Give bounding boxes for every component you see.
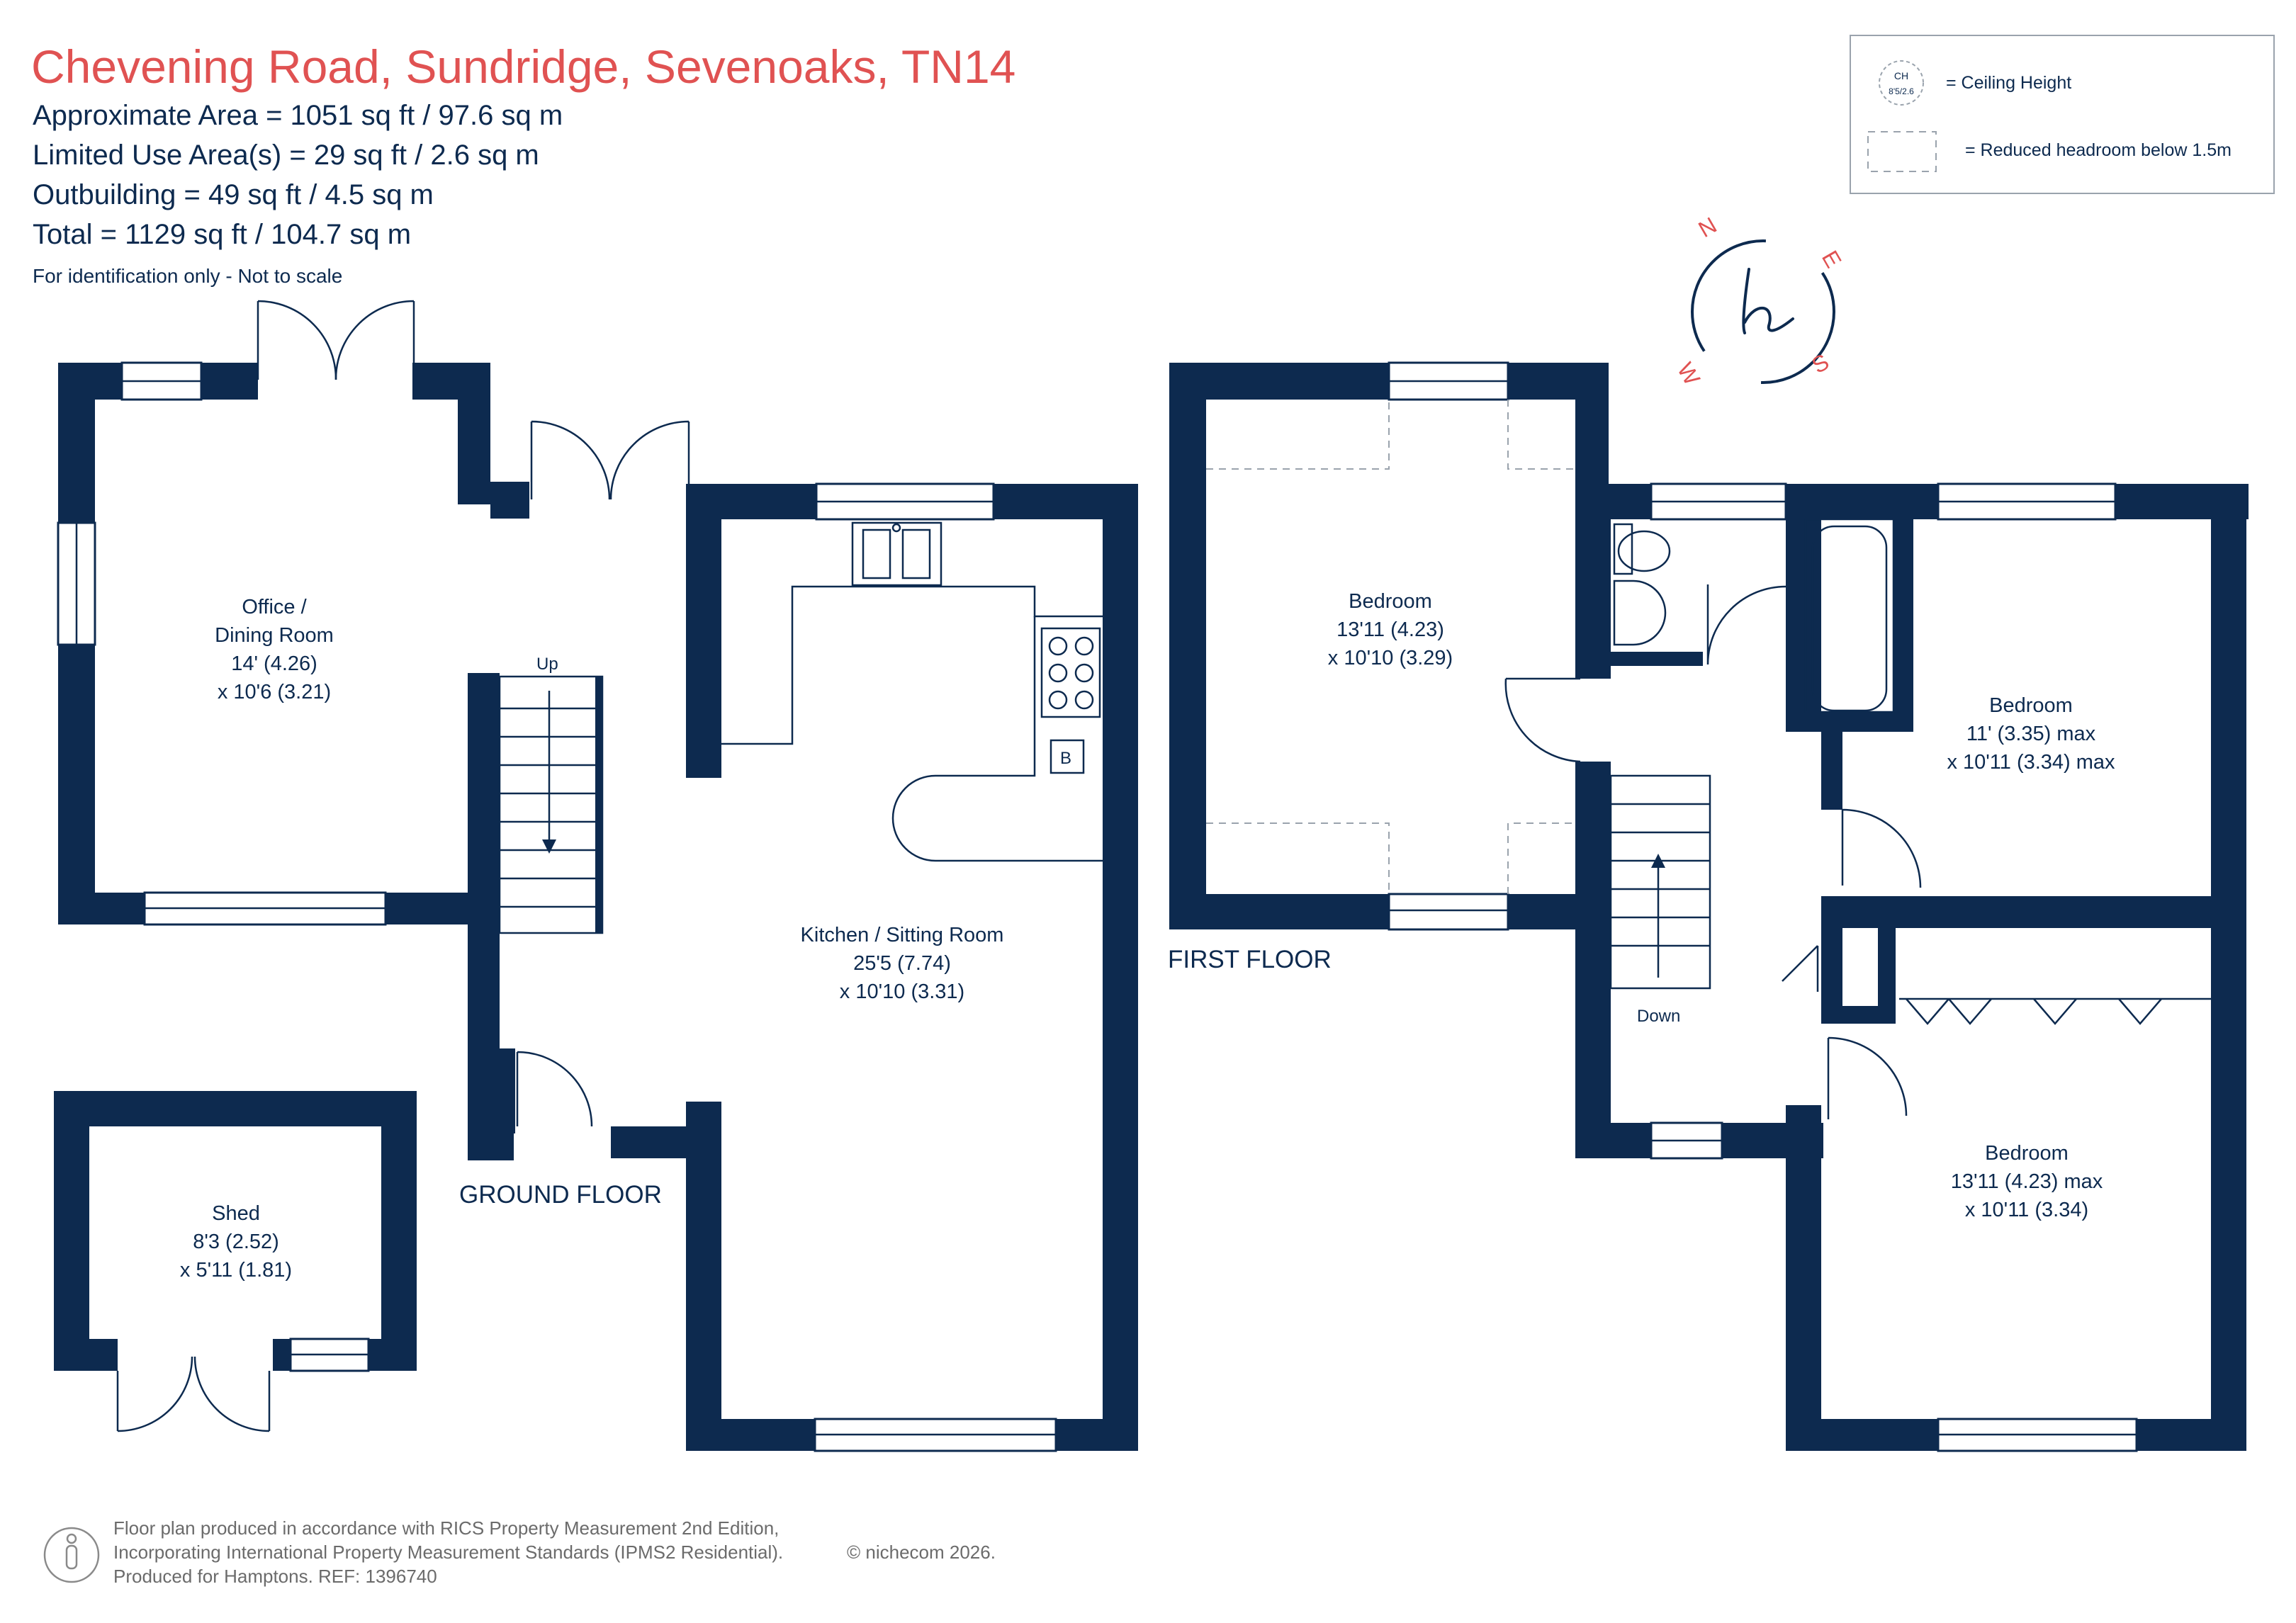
boiler-icon [1049, 739, 1085, 774]
svg-text:CH: CH [1894, 70, 1908, 81]
boiler-label: B [1060, 749, 1071, 768]
svg-text:x 10'6 (3.21): x 10'6 (3.21) [218, 681, 331, 703]
kitchen-sitting-room-label: Kitchen / Sitting Room 25'5 (7.74) x 10'… [801, 924, 1004, 1003]
stairs-up-label: Up [536, 655, 558, 674]
property-title: Chevening Road, Sundridge, Sevenoaks, TN… [31, 40, 1015, 93]
ground-floor-label: GROUND FLOOR [459, 1181, 662, 1209]
svg-text:13'11 (4.23) max: 13'11 (4.23) max [1951, 1170, 2103, 1193]
shed-label: Shed 8'3 (2.52) x 5'11 (1.81) [180, 1202, 292, 1282]
svg-text:x 10'10 (3.29): x 10'10 (3.29) [1328, 647, 1453, 669]
svg-text:Dining Room: Dining Room [215, 624, 334, 647]
copyright: © nichecom 2026. [847, 1542, 996, 1563]
svg-text:x 10'10 (3.31): x 10'10 (3.31) [840, 980, 964, 1003]
basin-icon [1613, 579, 1667, 646]
outbuilding-area: Outbuilding = 49 sq ft / 4.5 sq m [33, 179, 434, 210]
svg-text:13'11 (4.23): 13'11 (4.23) [1336, 618, 1444, 641]
approximate-area: Approximate Area = 1051 sq ft / 97.6 sq … [33, 100, 563, 131]
reduced-headroom-label: = Reduced headroom below 1.5m [1965, 140, 2232, 160]
svg-text:Office /: Office / [242, 596, 307, 618]
first-floor-plan: Down FIRST FLOOR [1168, 361, 2249, 1452]
svg-text:14' (4.26): 14' (4.26) [231, 652, 317, 675]
bedroom-1-label: Bedroom 13'11 (4.23) x 10'10 (3.29) [1328, 590, 1453, 669]
footer: Floor plan produced in accordance with R… [43, 1517, 996, 1587]
ground-floor-plan: Up GROUND FLOOR [54, 300, 1138, 1452]
ceiling-height-label: = Ceiling Height [1946, 73, 2071, 93]
svg-text:Kitchen / Sitting Room: Kitchen / Sitting Room [801, 924, 1004, 946]
svg-text:25'5 (7.74): 25'5 (7.74) [853, 952, 951, 975]
bedroom-2-label: Bedroom 11' (3.35) max x 10'11 (3.34) ma… [1947, 694, 2115, 774]
svg-text:Bedroom: Bedroom [1349, 590, 1432, 613]
footer-line-2: Incorporating International Property Mea… [113, 1542, 783, 1563]
office-dining-room-label: Office / Dining Room 14' (4.26) x 10'6 (… [215, 596, 334, 703]
logo-icon [1742, 268, 1794, 334]
svg-text:Bedroom: Bedroom [1989, 694, 2073, 717]
compass: N E S W [1672, 212, 1847, 390]
legend: CH 8'5/2.6 = Ceiling Height = Reduced he… [1850, 35, 2275, 194]
compass-west: W [1672, 358, 1706, 390]
svg-text:8'5/2.6: 8'5/2.6 [1889, 86, 1914, 96]
svg-text:x 5'11 (1.81): x 5'11 (1.81) [180, 1259, 292, 1282]
svg-text:Shed: Shed [212, 1202, 260, 1225]
sink-icon [851, 521, 942, 587]
wardrobe-icon [1906, 998, 2162, 1025]
compass-east: E [1817, 247, 1847, 272]
ceiling-height-icon [1879, 60, 1924, 106]
bedroom-3-label: Bedroom 13'11 (4.23) max x 10'11 (3.34) [1951, 1142, 2103, 1221]
stairs-down-label: Down [1637, 1007, 1680, 1026]
svg-text:Bedroom: Bedroom [1985, 1142, 2069, 1165]
hob-icon [1040, 627, 1101, 718]
limited-use-area: Limited Use Area(s) = 29 sq ft / 2.6 sq … [33, 140, 539, 171]
svg-text:x 10'11 (3.34): x 10'11 (3.34) [1965, 1199, 2088, 1221]
svg-text:x 10'11 (3.34) max: x 10'11 (3.34) max [1947, 751, 2115, 774]
first-floor-label: FIRST FLOOR [1168, 946, 1332, 973]
person-icon [43, 1527, 100, 1583]
footer-line-1: Floor plan produced in accordance with R… [113, 1517, 779, 1539]
footer-line-3: Produced for Hamptons. REF: 1396740 [113, 1566, 437, 1587]
scale-note: For identification only - Not to scale [33, 265, 342, 287]
toilet-icon [1617, 530, 1671, 572]
reduced-headroom-icon [1867, 131, 1937, 172]
total-area: Total = 1129 sq ft / 104.7 sq m [33, 219, 411, 250]
compass-south: S [1808, 349, 1833, 378]
svg-text:11' (3.35) max: 11' (3.35) max [1966, 723, 2096, 745]
svg-text:8'3 (2.52): 8'3 (2.52) [193, 1231, 279, 1253]
compass-north: N [1694, 212, 1721, 242]
